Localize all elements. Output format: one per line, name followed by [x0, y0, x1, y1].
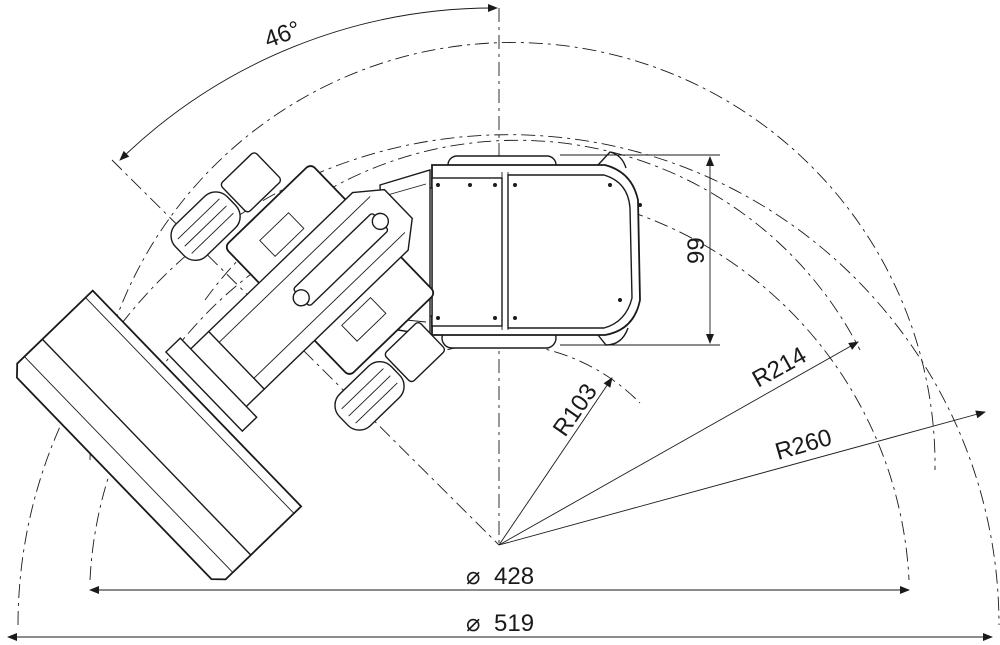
d519-symbol: ⌀: [466, 610, 480, 637]
quick-hitch: [164, 337, 258, 433]
r214-label: R214: [748, 342, 811, 393]
width-dimension: 99: [560, 154, 720, 346]
d519-label: 519: [494, 610, 534, 637]
angle-label: 46°: [261, 16, 304, 54]
r260-leader: [498, 410, 986, 546]
arc-mid-track: [89, 42, 936, 471]
rear-hood: [507, 174, 633, 329]
r260-label: R260: [772, 424, 835, 466]
width-label: 99: [683, 237, 710, 264]
r214-leader: [498, 341, 859, 546]
diameter-dimensions: ⌀ 428 ⌀ 519: [7, 563, 993, 641]
engine-cover: [431, 177, 503, 327]
radius-leaders: R103 R214 R260: [498, 341, 986, 546]
d428-symbol: ⌀: [466, 563, 480, 590]
d428-label: 428: [494, 563, 534, 590]
machine-rear-body: [379, 151, 642, 349]
r103-leader: [498, 377, 613, 546]
body-bolts: [436, 183, 642, 320]
angle-arc: [119, 3, 498, 161]
bucket: [16, 289, 303, 581]
rear-handle-bottom: [597, 327, 629, 346]
machine-front-frame: [16, 152, 446, 581]
front-wheel-left: [170, 152, 282, 262]
front-wheel-right: [334, 322, 446, 431]
angle-dimension: 46°: [119, 3, 498, 161]
rear-handle-top: [597, 151, 627, 169]
r103-label: R103: [548, 379, 603, 441]
arc-r103: [354, 342, 641, 404]
